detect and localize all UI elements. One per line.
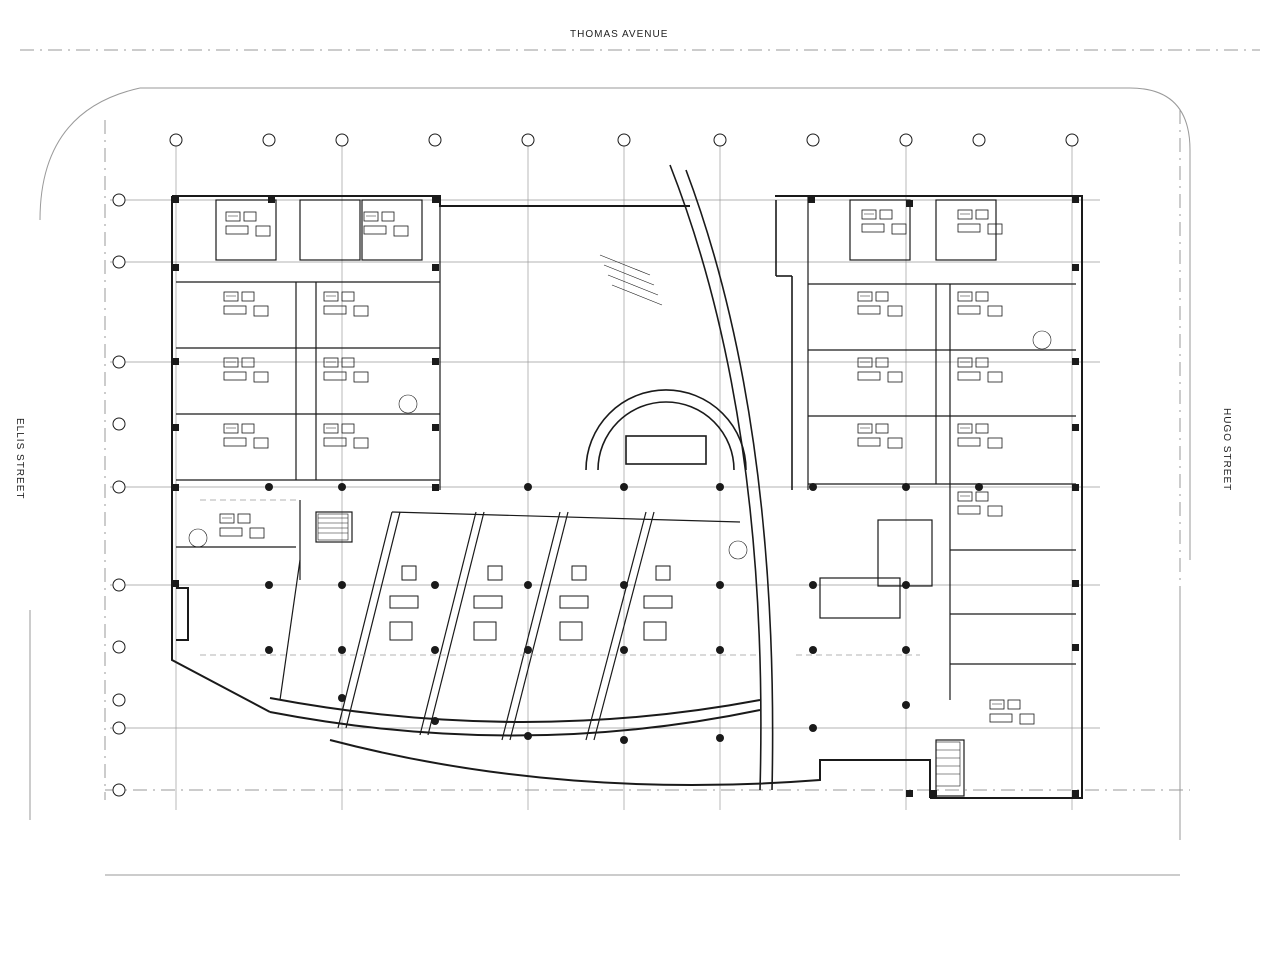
grid-bubbles — [112, 133, 1079, 797]
unit-boxes — [389, 565, 673, 641]
columns — [172, 196, 1079, 797]
central-curve — [585, 164, 793, 791]
left-unit-fixtures — [219, 211, 409, 539]
stairs — [188, 254, 1052, 787]
site-boundary — [20, 49, 1260, 876]
angled-units — [279, 511, 741, 741]
street-label-top: THOMAS AVENUE — [570, 29, 669, 40]
interior-dashed — [200, 499, 920, 656]
grid-lines — [110, 145, 1100, 810]
right-wing-units — [807, 196, 1076, 797]
street-label-right: HUGO STREET — [1221, 408, 1232, 492]
left-wing-units — [176, 196, 441, 580]
building-outline — [171, 195, 1083, 799]
right-unit-fixtures — [857, 209, 1035, 725]
street-label-left: ELLIS STREET — [14, 418, 25, 500]
